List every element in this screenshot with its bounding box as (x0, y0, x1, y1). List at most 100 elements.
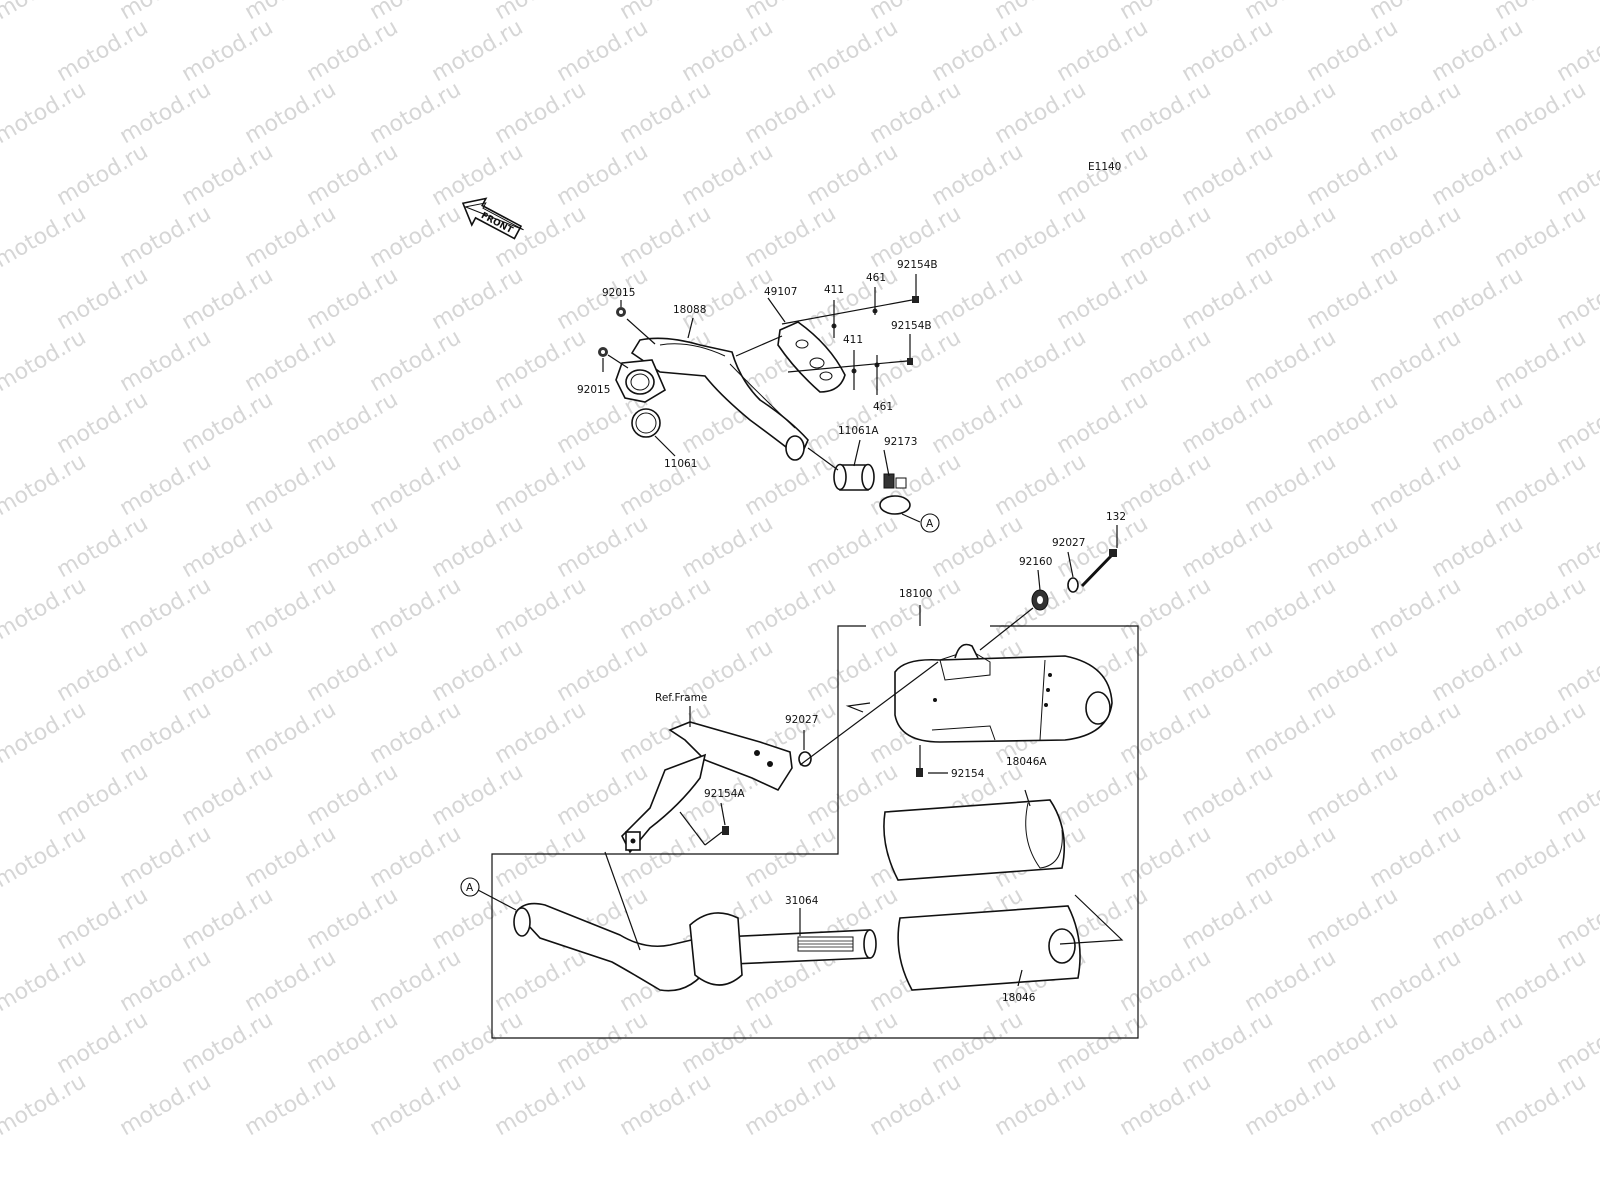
watermark-text: motod.ru (1303, 511, 1403, 583)
watermark-text: motod.ru (428, 883, 528, 955)
watermark-text: motod.ru (741, 1069, 841, 1141)
label-92154B-bottom: 92154B (891, 320, 932, 332)
watermark-text: motod.ru (428, 1007, 528, 1079)
heat-guard-49107 (777, 321, 846, 393)
watermark-text: motod.ru (616, 1069, 716, 1141)
watermark-text: motod.ru (1241, 1069, 1341, 1141)
watermark-text: motod.ru (1553, 511, 1600, 583)
watermark-text: motod.ru (1366, 1069, 1466, 1141)
watermark-text: motod.ru (678, 139, 778, 211)
watermark-text: motod.ru (1428, 883, 1528, 955)
watermark-text: motod.ru (303, 387, 403, 459)
label-92154: 92154 (951, 768, 985, 780)
watermark-text: motod.ru (1553, 883, 1600, 955)
watermark-text: motod.ru (1553, 1007, 1600, 1079)
label-411-bottom: 411 (843, 334, 863, 346)
watermark-text: motod.ru (1366, 449, 1466, 521)
watermark-text: motod.ru (553, 635, 653, 707)
watermark-text: motod.ru (866, 573, 966, 645)
label-92015-top: 92015 (602, 287, 635, 299)
watermark-text: motod.ru (116, 697, 216, 769)
watermark-text: motod.ru (428, 263, 528, 335)
watermark-text: motod.ru (178, 387, 278, 459)
watermark-text: motod.ru (428, 511, 528, 583)
watermark-text: motod.ru (1116, 449, 1216, 521)
watermark-text: motod.ru (0, 1069, 90, 1141)
watermark-text: motod.ru (928, 139, 1028, 211)
watermark-text: motod.ru (1241, 449, 1341, 521)
watermark-text: motod.ru (116, 77, 216, 149)
watermark-text: motod.ru (0, 449, 90, 521)
bolt-92154A (722, 826, 729, 835)
watermark-text: motod.ru (1178, 387, 1278, 459)
watermark-text: motod.ru (1241, 325, 1341, 397)
watermark-text: motod.ru (1366, 201, 1466, 273)
watermark-text: motod.ru (616, 201, 716, 273)
watermark-text: motod.ru (1178, 139, 1278, 211)
watermark-text: motod.ru (1178, 1007, 1278, 1079)
watermark-text: motod.ru (303, 883, 403, 955)
watermark-text: motod.ru (0, 945, 90, 1017)
watermark-text: motod.ru (241, 945, 341, 1017)
watermark-text: motod.ru (1241, 573, 1341, 645)
cover-18046 (897, 905, 1081, 991)
lower-leader-lines (604, 525, 1118, 987)
watermark-text: motod.ru (491, 77, 591, 149)
watermark-text: motod.ru (1553, 759, 1600, 831)
watermark-text: motod.ru (53, 387, 153, 459)
watermark-text: motod.ru (1428, 1007, 1528, 1079)
watermark-text: motod.ru (1303, 387, 1403, 459)
watermark-text: motod.ru (1491, 449, 1591, 521)
watermark-text: motod.ru (178, 511, 278, 583)
watermark-text: motod.ru (553, 263, 653, 335)
watermark-text: motod.ru (803, 387, 903, 459)
watermark-text: motod.ru (303, 15, 403, 87)
watermark-text: motod.ru (741, 821, 841, 893)
watermark-text: motod.ru (1116, 201, 1216, 273)
watermark-text: motod.ru (303, 139, 403, 211)
label-92015-left: 92015 (577, 384, 610, 396)
watermark-text: motod.ru (1303, 139, 1403, 211)
watermark-text: motod.ru (241, 697, 341, 769)
watermark-text: motod.ru (116, 573, 216, 645)
watermark-text: motod.ru (53, 263, 153, 335)
watermark-text: motod.ru (491, 449, 591, 521)
watermark-text: motod.ru (491, 573, 591, 645)
watermark-text: motod.ru (1053, 387, 1153, 459)
watermark-text: motod.ru (1491, 201, 1591, 273)
watermark-text: motod.ru (428, 759, 528, 831)
watermark-text: motod.ru (928, 387, 1028, 459)
watermark-text: motod.ru (616, 77, 716, 149)
watermark-text: motod.ru (553, 139, 653, 211)
watermark-text: motod.ru (241, 573, 341, 645)
watermark-text: motod.ru (803, 635, 903, 707)
watermark-text: motod.ru (741, 201, 841, 273)
watermark-text: motod.ru (491, 201, 591, 273)
label-49107: 49107 (764, 286, 797, 298)
watermark-text: motod.ru (991, 449, 1091, 521)
callout-letter-upper: A (926, 518, 934, 530)
watermark-text: motod.ru (178, 759, 278, 831)
watermark-text: motod.ru (1116, 325, 1216, 397)
watermark-text: motod.ru (366, 945, 466, 1017)
watermark-text: motod.ru (116, 325, 216, 397)
watermark-text: motod.ru (0, 325, 90, 397)
watermark-text: motod.ru (1303, 15, 1403, 87)
watermark-text: motod.ru (1303, 1007, 1403, 1079)
label-461-top: 461 (866, 272, 886, 284)
watermark-text: motod.ru (178, 883, 278, 955)
watermark-text: motod.ru (303, 759, 403, 831)
watermark-text: motod.ru (1491, 945, 1591, 1017)
watermark-text: motod.ru (1053, 139, 1153, 211)
watermark-text: motod.ru (1491, 1069, 1591, 1141)
watermark-text: motod.ru (991, 325, 1091, 397)
watermark-text: motod.ru (1366, 77, 1466, 149)
watermark-text: motod.ru (1366, 325, 1466, 397)
label-411-top: 411 (824, 284, 844, 296)
watermark-text: motod.ru (428, 387, 528, 459)
watermark-text: motod.ru (53, 139, 153, 211)
watermark-text: motod.ru (491, 945, 591, 1017)
diagram-code: E1140 (1088, 161, 1121, 173)
watermark-text: motod.ru (741, 573, 841, 645)
